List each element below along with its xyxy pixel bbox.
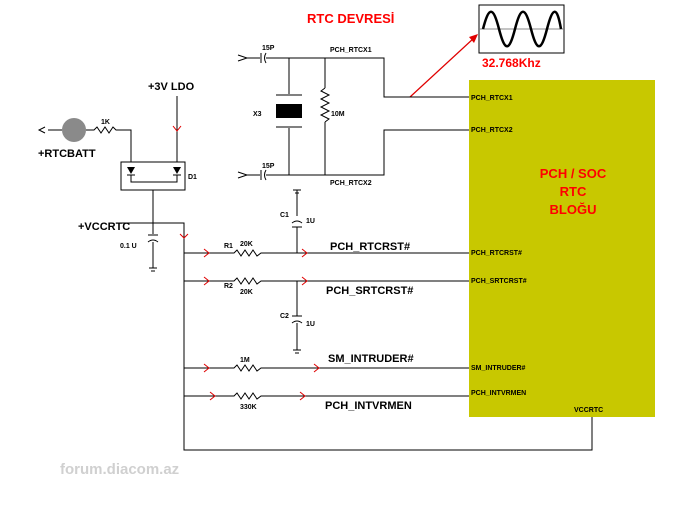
net-rtcrst: PCH_RTCRST#	[330, 241, 410, 253]
c1-value: 1U	[306, 218, 315, 225]
net-vccrtc: +VCCRTC	[78, 221, 130, 233]
diode-ref: D1	[188, 174, 197, 181]
diode-d1	[120, 161, 186, 191]
pin-rtcrst: PCH_RTCRST#	[471, 250, 522, 257]
r-batt-value: 1K	[101, 119, 110, 126]
watermark: forum.diacom.az	[60, 461, 179, 478]
r-intvrmen-value: 330K	[240, 404, 257, 411]
cap-top-label: 15P	[262, 45, 275, 52]
r2-value: 20K	[240, 289, 253, 296]
r2-ref: R2	[224, 283, 233, 290]
pin-rtcx2: PCH_RTCX2	[471, 127, 513, 134]
battery-icon	[62, 118, 86, 142]
pin-vccrtc: VCCRTC	[574, 407, 603, 414]
r1-value: 20K	[240, 241, 253, 248]
net-rtcx2: PCH_RTCX2	[330, 180, 372, 187]
net-3v-ldo: +3V LDO	[148, 81, 195, 93]
resistor-10m	[319, 87, 331, 123]
ground-arrow-icon	[237, 171, 249, 179]
pin-intvrmen: PCH_INTVRMEN	[471, 390, 526, 397]
crystal-frequency: 32.768Khz	[482, 56, 541, 70]
page-title: RTC DEVRESİ	[307, 11, 394, 26]
net-intvrmen: PCH_INTVRMEN	[325, 400, 412, 412]
pin-rtcx1: PCH_RTCX1	[471, 95, 513, 102]
r-intruder-value: 1M	[240, 357, 250, 364]
net-rtcbatt: +RTCBATT	[38, 148, 96, 160]
pch-soc-block	[469, 80, 655, 417]
c1-ref: C1	[280, 212, 289, 219]
pin-srtcrst: PCH_SRTCRST#	[471, 278, 527, 285]
net-rtcx1: PCH_RTCX1	[330, 47, 372, 54]
resistor-r1	[184, 249, 469, 257]
resistor-1m	[184, 364, 469, 372]
crystal-ref: X3	[253, 111, 262, 118]
frequency-arrow	[409, 37, 475, 98]
r1-ref: R1	[224, 243, 233, 250]
resistor-330k	[184, 392, 469, 400]
ground-arrow-icon	[237, 54, 249, 62]
sine-wave-icon	[478, 4, 565, 54]
crystal-x3	[276, 104, 302, 118]
arrowhead-icon	[469, 34, 478, 43]
cap-vcc-label: 0.1 U	[120, 243, 137, 250]
crystal-resistor-label: 10M	[331, 111, 345, 118]
c2-ref: C2	[280, 313, 289, 320]
cap-bottom-label: 15P	[262, 163, 275, 170]
pin-intruder: SM_INTRUDER#	[471, 365, 526, 372]
chip-title-3: BLOĞU	[550, 202, 597, 217]
resistor-1k	[86, 126, 132, 162]
net-srtcrst: PCH_SRTCRST#	[326, 285, 413, 297]
net-intruder: SM_INTRUDER#	[328, 353, 414, 365]
c2-value: 1U	[306, 321, 315, 328]
chip-title-1: PCH / SOC	[540, 166, 607, 181]
resistor-r2	[184, 277, 469, 285]
chip-title-2: RTC	[560, 184, 587, 199]
